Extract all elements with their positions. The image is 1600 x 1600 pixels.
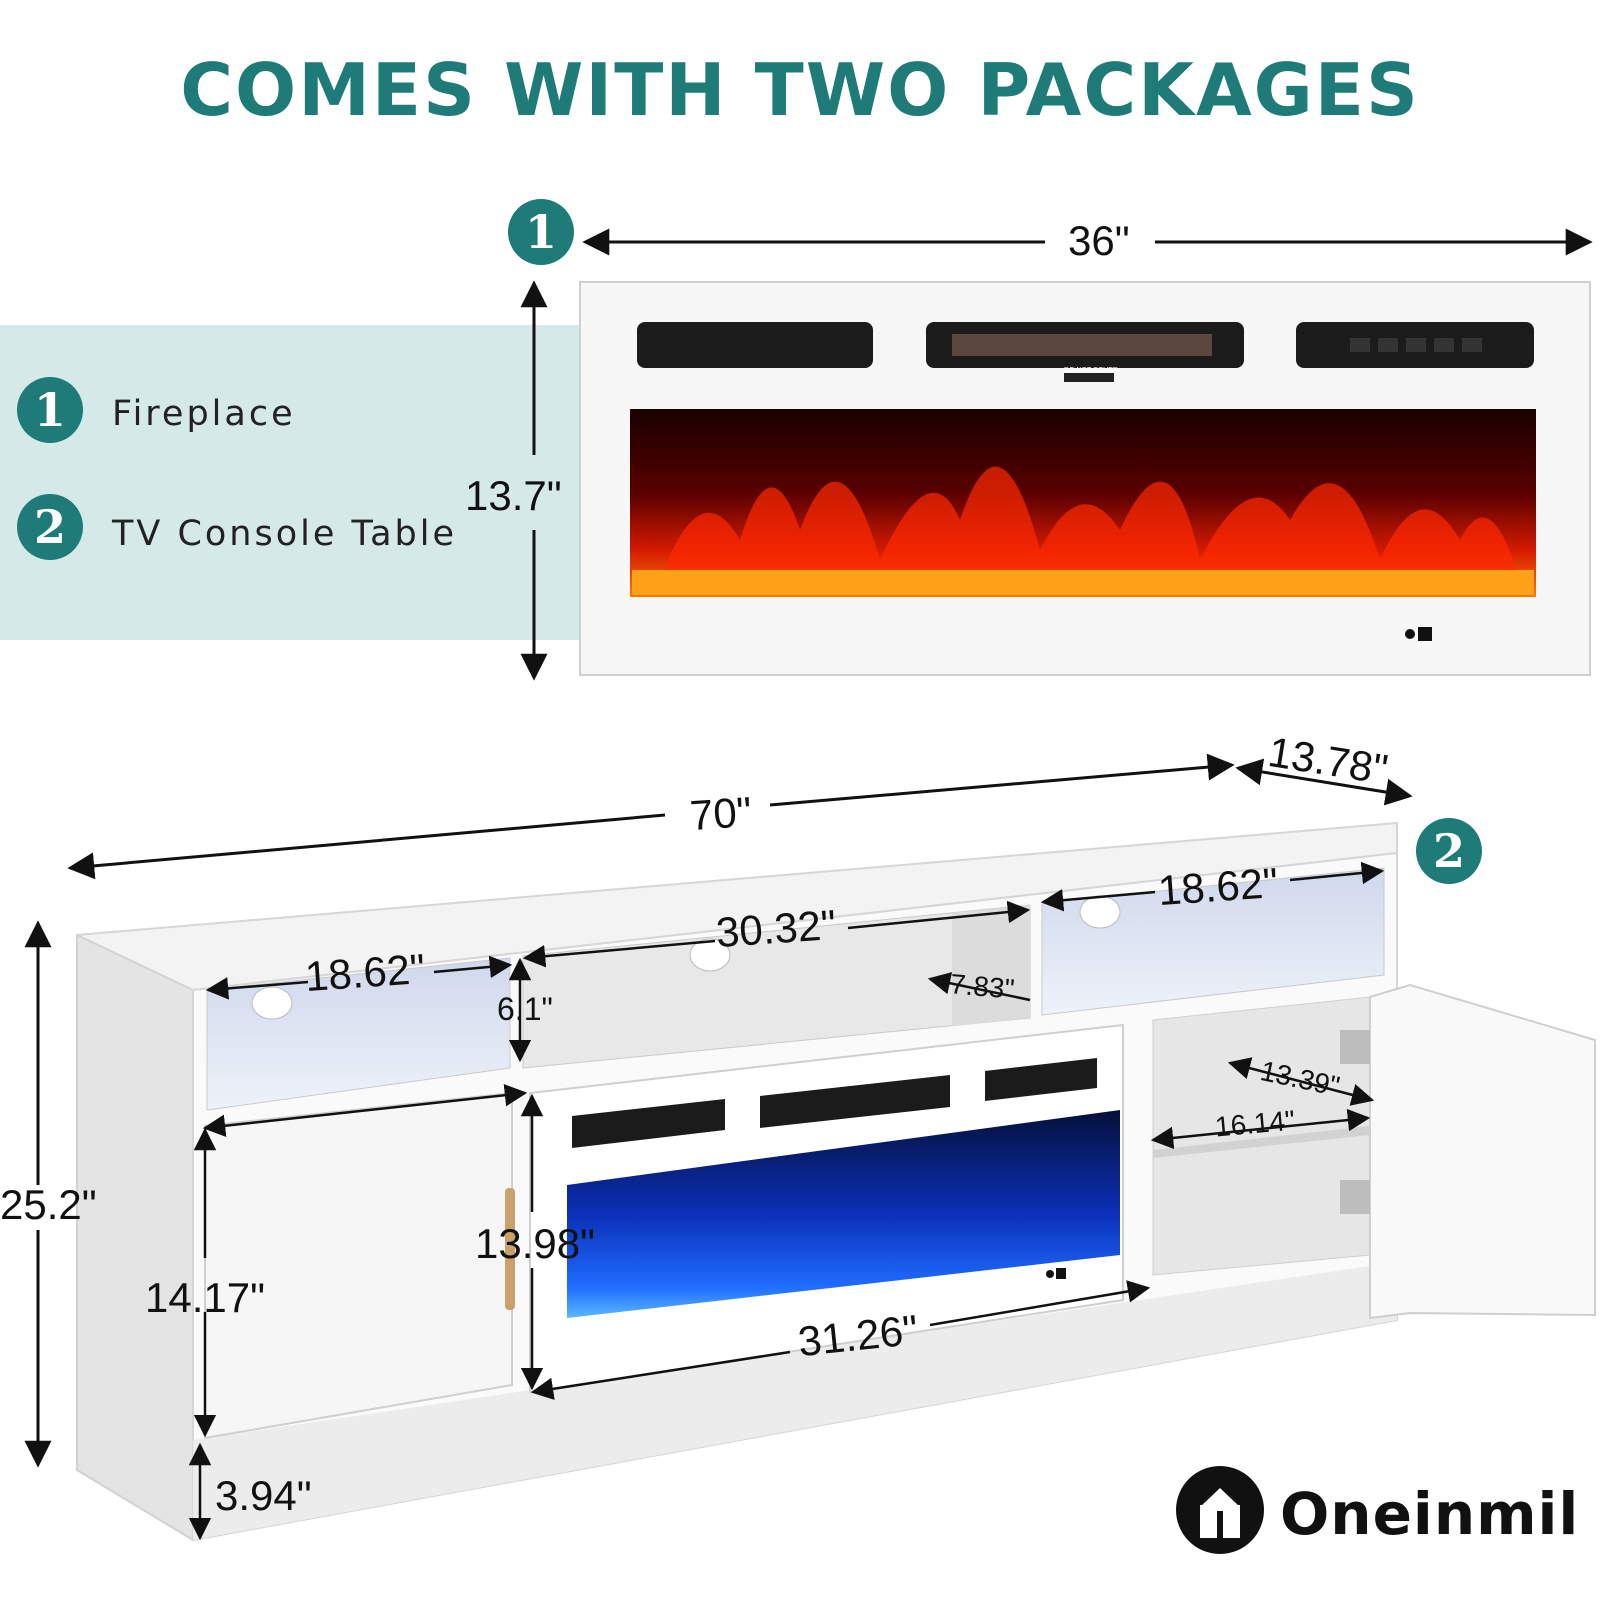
console-left-door (204, 1091, 513, 1440)
left-shelf-width-label: 18.62" (303, 944, 427, 1001)
console-table (76, 821, 1596, 1542)
console-width-label: 70" (688, 787, 754, 840)
brand-logo-text: Oneinmil (1280, 1480, 1580, 1548)
package-badge-2: 2 (1416, 818, 1482, 884)
fireplace-vent-left (637, 322, 873, 368)
door-height-label: 14.17" (145, 1274, 266, 1321)
center-shelf-width-label: 30.32" (714, 900, 838, 957)
center-shelf-depth-label: 7.83" (948, 968, 1016, 1005)
fireplace-opening-height-label: 13.98" (475, 1220, 596, 1267)
legend-badge-1: 1 (17, 377, 83, 443)
base-height-label: 3.94" (215, 1472, 312, 1519)
door-handle (505, 1188, 515, 1310)
package-badge-1: 1 (508, 199, 574, 265)
page-title: COMES WITH TWO PACKAGES (180, 48, 1420, 132)
fireplace-unit (579, 281, 1591, 676)
brand-logo-mark (1176, 1466, 1264, 1554)
legend-label-fireplace: Fireplace (112, 394, 296, 434)
console-height-label: 25.2" (0, 1181, 97, 1228)
console-right-door-open (1369, 983, 1596, 1320)
right-shelf-width-label: 18.62" (1156, 858, 1280, 915)
legend-badge-2: 2 (17, 494, 83, 560)
fireplace-height-label: 13.7" (465, 472, 562, 519)
legend-label-tv-console: TV Console Table (112, 514, 458, 554)
fireplace-warning-label: DO NOT COVER (1064, 367, 1118, 374)
legend-panel (0, 325, 580, 640)
cabinet-width-label: 16.14" (1213, 1104, 1297, 1143)
fireplace-width-label: 36" (1068, 217, 1130, 264)
shelf-height-label: 6.1" (497, 991, 553, 1027)
